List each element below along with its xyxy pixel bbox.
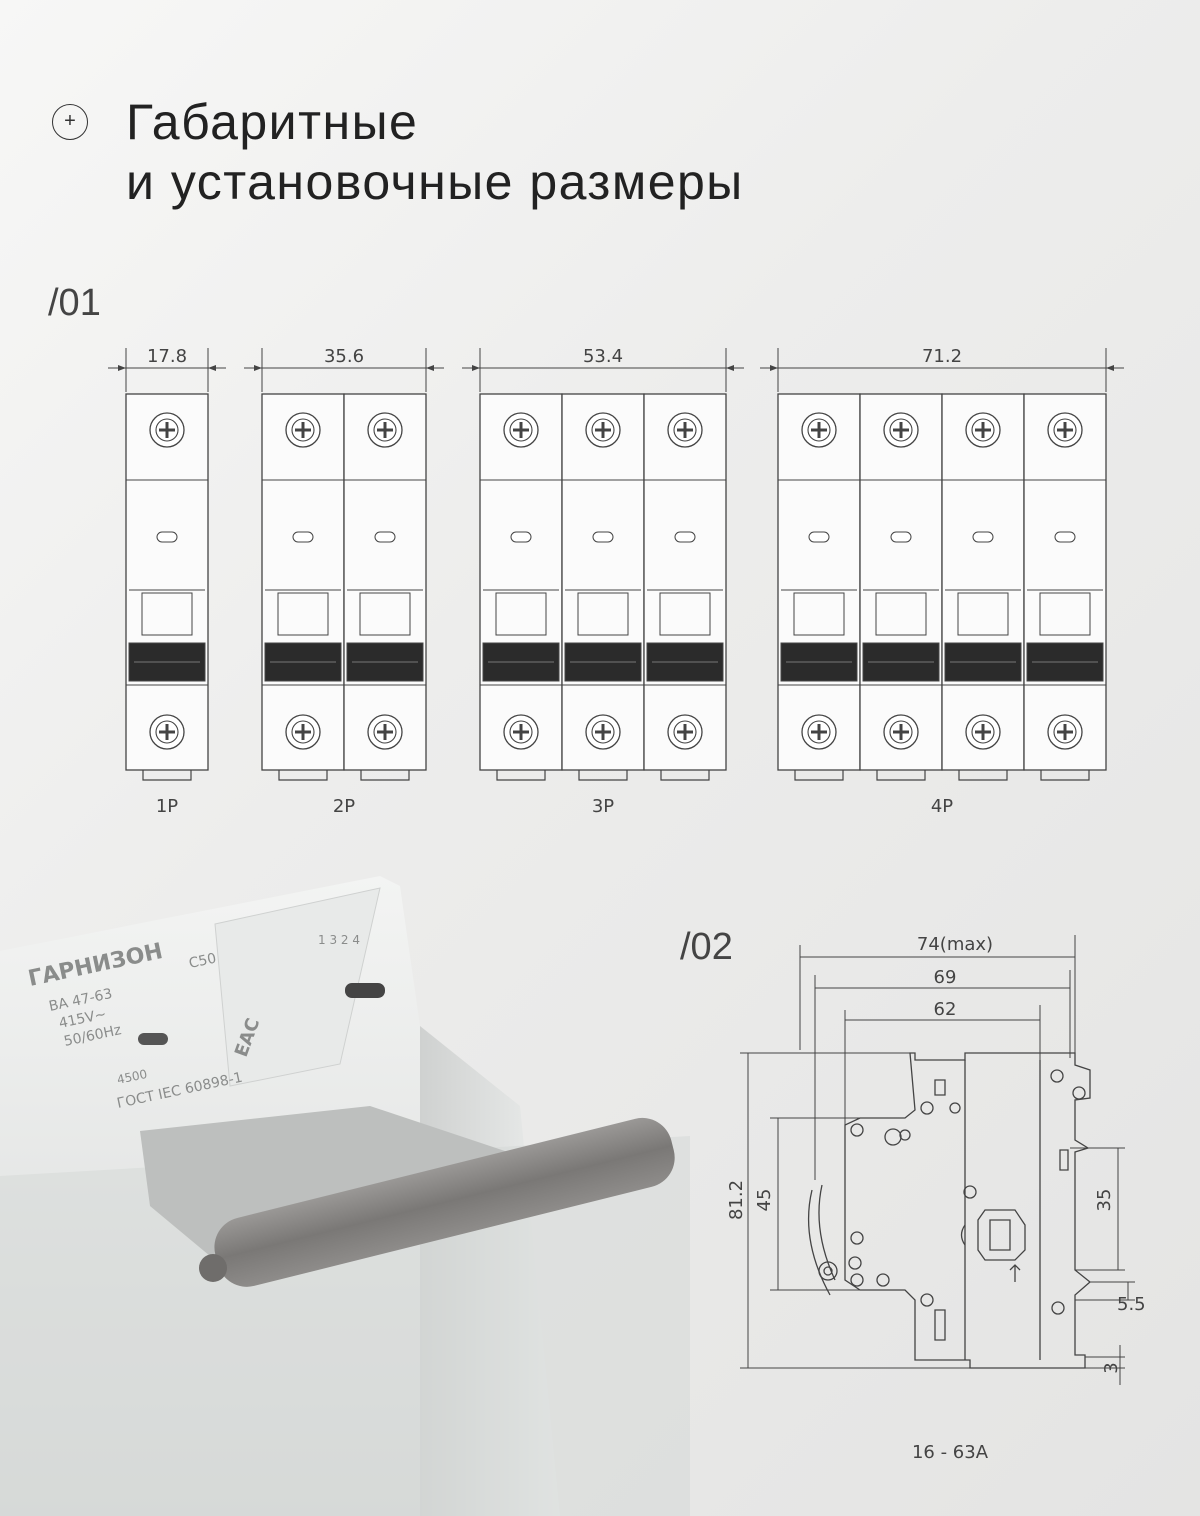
pole-outline: [479, 393, 563, 781]
pole-outline: [643, 393, 727, 781]
breaker-lower-body: [0, 1136, 690, 1516]
rating-label: C50: [188, 951, 218, 972]
breaker-module-1P: 17.8 1P: [108, 346, 226, 817]
indicator-window: [1054, 531, 1076, 543]
width-dimension-1P: 17.8: [147, 346, 187, 367]
pole-outline: [343, 393, 427, 781]
pole-outline: [777, 393, 861, 781]
side-dimension-lines: [740, 935, 1135, 1385]
dim-3: 3: [1101, 1362, 1122, 1373]
breaker-right-face: [214, 887, 381, 1087]
din-clip: [578, 770, 628, 781]
din-clip: [958, 770, 1008, 781]
page-title: Габаритные и установочные размеры: [126, 92, 744, 212]
plus-icon[interactable]: +: [52, 104, 88, 140]
din-clip: [360, 770, 410, 781]
pole-label-3P: 3P: [592, 796, 614, 817]
terminal-label: 1 3 2 4: [318, 933, 360, 947]
front-view-drawing: 17.8 1P 35.6 2P 53.4 3P 71.2 4P: [108, 346, 1124, 817]
pole-outline: [941, 393, 1025, 781]
dim-45: 45: [754, 1189, 775, 1212]
pole-outline: [561, 393, 645, 781]
indicator-window: [808, 531, 830, 543]
title-line-1: Габаритные: [126, 94, 419, 150]
handle-end-cap: [199, 1254, 227, 1282]
pole-label-2P: 2P: [333, 796, 355, 817]
pole-label-4P: 4P: [931, 796, 953, 817]
width-dimension-2P: 35.6: [324, 346, 364, 367]
indicator-window-left: [138, 1033, 168, 1045]
current-range-label: 16 - 63A: [912, 1442, 989, 1463]
din-clip: [278, 770, 328, 781]
capacity-label: 4500: [116, 1067, 149, 1087]
din-clip: [496, 770, 546, 781]
pole-outline: [859, 393, 943, 781]
pole-label-1P: 1P: [156, 796, 178, 817]
section-1-label: /01: [48, 282, 101, 324]
din-clip: [1040, 770, 1090, 781]
indicator-window: [156, 531, 178, 543]
breaker-module-4P: 71.2 4P: [760, 346, 1124, 817]
section-2-label: /02: [680, 926, 733, 968]
dim-35: 35: [1094, 1189, 1115, 1212]
product-photo: ГАРНИЗОН C50 ВА 47-63 415V~ 50/60Hz 4500…: [0, 876, 690, 1516]
dim-69: 69: [934, 967, 957, 988]
din-clip: [794, 770, 844, 781]
side-profile: [807, 1052, 1092, 1369]
width-dimension-4P: 71.2: [922, 346, 962, 367]
dim-5-5: 5.5: [1117, 1294, 1146, 1315]
indicator-window: [592, 531, 614, 543]
pole-outline: [1023, 393, 1107, 781]
toggle-handle[interactable]: [208, 1112, 681, 1294]
breaker-module-2P: 35.6 2P: [244, 346, 444, 817]
dim-81-2: 81.2: [726, 1180, 747, 1220]
pole-outline: [125, 393, 209, 781]
indicator-window-right: [345, 983, 385, 998]
din-clip: [876, 770, 926, 781]
indicator-window: [890, 531, 912, 543]
width-dimension-3P: 53.4: [583, 346, 623, 367]
din-clip: [142, 770, 192, 781]
dim-62: 62: [934, 999, 957, 1020]
indicator-window: [374, 531, 396, 543]
indicator-window: [674, 531, 696, 543]
indicator-window: [972, 531, 994, 543]
dim-74-max: 74(max): [917, 934, 993, 955]
title-line-2: и установочные размеры: [126, 154, 744, 210]
indicator-window: [292, 531, 314, 543]
indicator-window: [510, 531, 532, 543]
breaker-module-3P: 53.4 3P: [462, 346, 744, 817]
din-clip: [660, 770, 710, 781]
pole-outline: [261, 393, 345, 781]
